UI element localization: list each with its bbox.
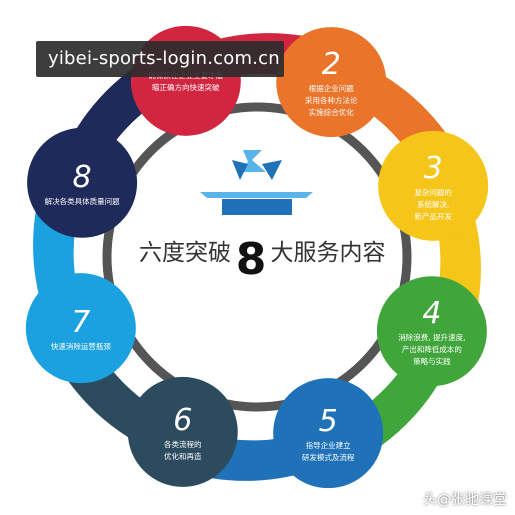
step-description-line: 消除浪费, 提升速度, — [398, 332, 465, 342]
watermark-text: yibei-sports-login.com.cn — [48, 48, 280, 69]
step-circle — [273, 378, 384, 489]
footer-credit: 头@张驰课堂 — [423, 492, 507, 508]
center-left-text: 六度突破 — [139, 240, 231, 266]
center-fill — [112, 112, 402, 402]
step-circle — [378, 130, 489, 241]
step-description-line: 瞄正确方向快速突破 — [152, 82, 220, 92]
step-description-line: 根据企业问题 — [309, 83, 354, 93]
center-ring — [102, 102, 412, 412]
step-circle — [25, 273, 136, 384]
step-number: 3 — [424, 151, 443, 186]
center-hub: 六度突破 8 大服务内容 — [102, 102, 412, 412]
step-number: 7 — [71, 305, 90, 340]
step-description-line: 系统解决, — [417, 199, 449, 209]
step-number: 2 — [322, 47, 341, 82]
step-number: 4 — [422, 296, 441, 331]
step-description-line: 各类流程的 — [164, 439, 202, 449]
watermark-bar — [36, 41, 284, 77]
step-number: 5 — [319, 404, 338, 439]
step-description-line: 指导企业建立 — [306, 440, 351, 450]
step-number: 6 — [173, 403, 192, 438]
step-description-line: 优化和再造 — [164, 451, 202, 461]
step-description-line: 复杂问题的 — [414, 187, 452, 197]
step-description-line: 产出和降低成本的 — [402, 344, 462, 354]
step-description-line: 实施综合优化 — [309, 107, 354, 117]
step-description-line: 解决各类具体质量问题 — [45, 196, 120, 206]
step-description-line: 快速消除运营瓶颈 — [51, 341, 111, 351]
brand-logo-icon — [200, 150, 313, 215]
step-description-line: 策略与实践 — [413, 356, 451, 366]
step-circle — [276, 27, 387, 138]
step-description-line: 采用各种方法论 — [305, 95, 358, 105]
step-circle — [376, 276, 487, 387]
center-right-text: 大服务内容 — [271, 240, 386, 266]
step-circle — [127, 376, 238, 487]
step-description-line: 新产品开发 — [414, 211, 452, 221]
step-circle — [27, 127, 138, 238]
step-description-line: 研发模式及流程 — [302, 452, 355, 462]
center-number: 8 — [236, 234, 267, 285]
step-number: 8 — [73, 160, 92, 195]
